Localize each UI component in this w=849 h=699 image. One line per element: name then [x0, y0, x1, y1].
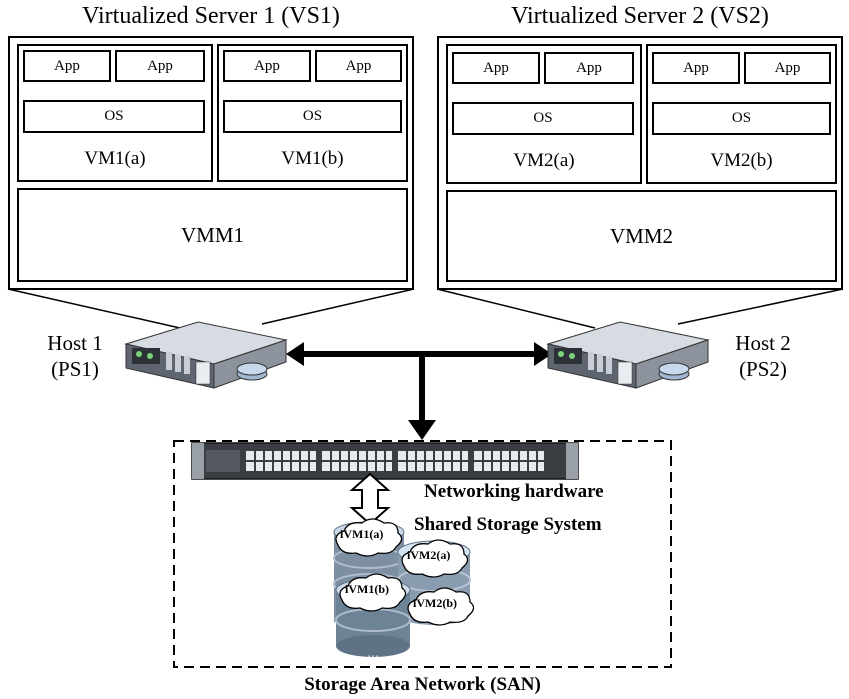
funnel-line-vs1-right [261, 288, 415, 325]
host2-ps: (PS2) [739, 357, 787, 381]
vmm1-box: VMM1 [17, 188, 408, 282]
vm2b-os: OS [652, 102, 831, 135]
host1-label: Host 1 (PS1) [30, 330, 120, 382]
vm1a-label: VM1(a) [84, 148, 146, 169]
san-title: Storage Area Network (SAN) [304, 674, 541, 695]
server1-frame: App App OS VM1(a) App App OS VM1(b) VMM1 [8, 36, 414, 290]
server2-frame: App App OS VM2(a) App App OS VM2(b) VMM2 [437, 36, 843, 290]
networking-hardware-label: Networking hardware [424, 481, 604, 502]
storage-link-arrow [349, 472, 391, 526]
vm1a-os: OS [23, 100, 205, 133]
vm2a-app1: App [452, 52, 540, 84]
server1-title: Virtualized Server 1 (VS1) [82, 2, 340, 29]
cloud-ivm1b [339, 573, 407, 612]
vm1b-label: VM1(b) [281, 148, 344, 169]
cloud-ivm2a-text: iVM2(a) [407, 548, 451, 562]
svg-text:▪ ▪ ▪: ▪ ▪ ▪ [368, 654, 378, 660]
vm2b-app1: App [652, 52, 740, 84]
vm2a-os: OS [452, 102, 634, 135]
vm1a-app2: App [115, 50, 205, 82]
server2-title: Virtualized Server 2 (VS2) [511, 2, 769, 29]
arrow-head-down [408, 420, 436, 440]
cloud-ivm2b [407, 587, 475, 626]
funnel-line-vs1-left [7, 288, 181, 329]
vm2a-app2: App [544, 52, 634, 84]
host2-label: Host 2 (PS2) [718, 330, 808, 382]
vm2b-label: VM2(b) [710, 150, 773, 171]
host1-ps: (PS1) [51, 357, 99, 381]
vm2a-label: VM2(a) [513, 150, 575, 171]
host2-name: Host 2 [735, 331, 791, 355]
san-boundary [173, 440, 672, 668]
host2-server-icon [546, 321, 710, 389]
cloud-ivm1a-text: iVM1(a) [340, 527, 384, 541]
cloud-ivm2b-text: iVM2(b) [413, 596, 457, 610]
vm2b-app2: App [744, 52, 831, 84]
vm1b-app2: App [315, 50, 402, 82]
vmm2-box: VMM2 [446, 190, 837, 282]
vm1a-box: App App OS VM1(a) [17, 44, 213, 182]
vm1a-app1: App [23, 50, 111, 82]
arrow-head-right [534, 342, 552, 366]
funnel-line-vs2-left [436, 288, 596, 329]
cloud-ivm1a [335, 518, 403, 557]
vm1b-os: OS [223, 100, 402, 133]
vm1b-box: App App OS VM1(b) [217, 44, 408, 182]
vm1b-app1: App [223, 50, 311, 82]
host1-name: Host 1 [47, 331, 103, 355]
funnel-line-vs2-right [677, 288, 844, 325]
cloud-ivm1b-text: iVM1(b) [345, 582, 389, 596]
cloud-ivm2a [401, 539, 469, 578]
host1-server-icon [124, 321, 288, 389]
vm2a-box: App App OS VM2(a) [446, 44, 642, 184]
shared-storage-label: Shared Storage System [414, 514, 602, 535]
arrow-head-left [286, 342, 304, 366]
vm2b-box: App App OS VM2(b) [646, 44, 837, 184]
network-switch-icon [191, 442, 579, 480]
